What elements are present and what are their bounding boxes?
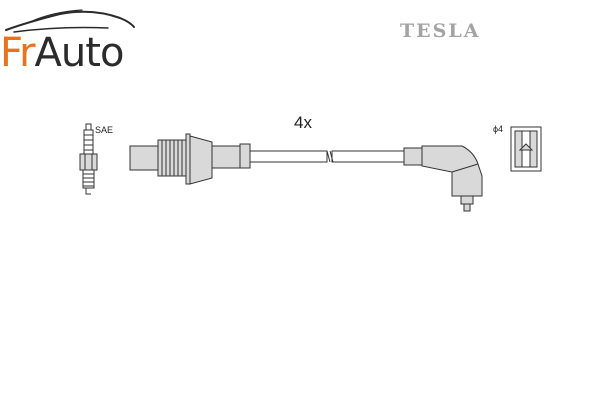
logo-part-fr: Fr	[0, 30, 36, 76]
logo-part-auto: Auto	[35, 30, 124, 76]
coil-side-boot	[403, 145, 483, 212]
ignition-cable	[249, 150, 405, 163]
sports-car-silhouette-icon	[5, 9, 135, 33]
brand-name: TESLA	[400, 20, 480, 42]
terminal-diameter-label: ϕ4	[493, 124, 503, 134]
quantity-label: 4x	[294, 113, 312, 132]
spark-plug-label: SAE	[95, 125, 113, 135]
spark-plug-boot	[129, 133, 251, 185]
spark-plug-icon	[79, 123, 98, 195]
terminal-connector	[510, 126, 542, 172]
site-logo: FrAuto	[0, 30, 123, 76]
